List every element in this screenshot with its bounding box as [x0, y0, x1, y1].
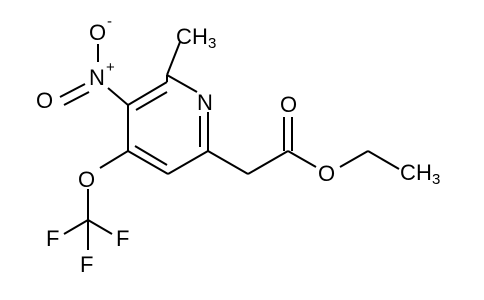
- bond-methyl: [166, 41, 181, 76]
- ester-oxygen-label: O: [318, 161, 335, 186]
- bond-ch2-carbonyl: [247, 150, 289, 175]
- methyl-h-count: 3: [208, 35, 216, 52]
- nitro-oxygen-left-label: O: [36, 88, 53, 113]
- bond-cf3-f-right: [87, 219, 113, 235]
- nitro-oxygen-top-charge: -: [107, 13, 112, 30]
- carbonyl-oxygen-label: O: [280, 92, 297, 117]
- fluorine-right-label: F: [116, 226, 129, 251]
- bond-ring-c3-c2-inner: [135, 91, 168, 111]
- bond-ring-c6-c5: [167, 150, 209, 175]
- bond-ring-c5-c4-inner: [134, 145, 168, 166]
- ethyl-h-count: 3: [432, 171, 440, 188]
- bond-ring-c2-n: [166, 74, 198, 93]
- ethyl-carbon-label: C: [400, 160, 416, 185]
- bond-c4-o: [99, 150, 129, 169]
- ether-oxygen-label: O: [78, 167, 95, 192]
- nitro-oxygen-top-label: O: [89, 20, 106, 45]
- ethyl-hydrogen-label: H: [416, 160, 432, 185]
- nitro-nitrogen-label: N: [89, 65, 105, 90]
- bond-ester-o-ch2: [339, 150, 369, 168]
- bond-ethyl: [367, 150, 400, 170]
- fluorine-bottom-label: F: [80, 252, 93, 277]
- fluorine-left-label: F: [46, 226, 59, 251]
- bond-cf3-f-left: [63, 219, 89, 235]
- bond-carbonyl-ester-o: [287, 150, 317, 168]
- bond-ring-c5-c4: [127, 150, 169, 175]
- methyl-carbon-label: C: [176, 24, 192, 49]
- bond-nitro-o-left-a: [59, 83, 86, 98]
- methyl-hydrogen-label: H: [192, 24, 208, 49]
- bond-nitro-o-left-b: [63, 91, 90, 106]
- bond-ring-c3-c2: [127, 81, 168, 106]
- bond-c6-ch2: [207, 150, 249, 175]
- bond-c3-nitro: [107, 87, 129, 106]
- nitro-nitrogen-charge: +: [106, 59, 115, 76]
- ring-nitrogen-label: N: [197, 90, 213, 115]
